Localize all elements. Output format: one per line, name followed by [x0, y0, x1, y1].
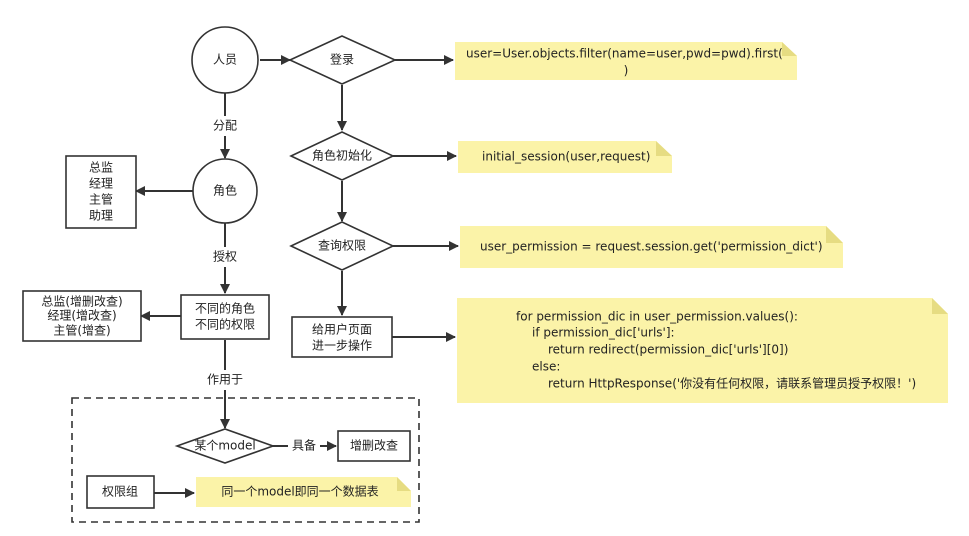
roles-list-item: 助理 [89, 209, 113, 223]
node-login: 登录 [288, 35, 397, 85]
node-role: 角色 [192, 158, 258, 224]
node-give-page-line1: 给用户页面 [312, 322, 372, 337]
note-loop-code-line: if permission_dic['urls']: [532, 326, 675, 340]
node-give-page: 给用户页面 进一步操作 [291, 316, 393, 358]
model-scope-group [71, 397, 420, 523]
role-perms-item: 经理(增改查) [47, 309, 116, 323]
note-loop-code-line: return HttpResponse('你没有任何权限，请联系管理员授予权限！… [548, 376, 916, 391]
node-crud-label: 增删改查 [350, 439, 398, 453]
node-different-roles-perms: 不同的角色 不同的权限 [180, 294, 270, 340]
note-perm-code-text: user_permission = request.session.get('p… [480, 240, 823, 254]
node-role-init-label: 角色初始化 [312, 149, 372, 163]
node-some-model-label: 某个model [194, 439, 255, 453]
node-query-perm: 查询权限 [289, 221, 395, 271]
edge-label-applies-to: 作用于 [207, 373, 243, 387]
node-some-model: 某个model [174, 428, 276, 464]
node-give-page-line2: 进一步操作 [312, 338, 372, 353]
edge-label-has: 具备 [292, 439, 316, 453]
node-role-perms-list: 总监(增删改查) 经理(增改查) 主管(增查) [22, 290, 142, 342]
note-same-model-text: 同一个model即同一个数据表 [221, 484, 378, 499]
node-personnel-label: 人员 [213, 53, 237, 67]
node-perm-group-label: 权限组 [102, 485, 138, 499]
note-login-code: user=User.objects.filter(name=user,pwd=p… [455, 42, 797, 80]
roles-list-item: 总监 [89, 161, 113, 175]
note-loop-code-line: return redirect(permission_dic['urls'][0… [548, 343, 788, 357]
roles-list-item: 经理 [89, 177, 113, 191]
node-role-label: 角色 [213, 184, 237, 198]
node-roles-list: 总监 经理 主管 助理 [65, 155, 137, 229]
edge-label-authorize: 授权 [213, 249, 237, 264]
node-perm-group: 权限组 [86, 475, 155, 509]
note-login-code-line2: ) [624, 64, 629, 78]
note-init-code: initial_session(user,request) [458, 141, 672, 173]
note-loop-code: for permission_dic in user_permission.va… [457, 298, 948, 403]
edge-label-assign: 分配 [213, 119, 237, 133]
note-loop-code-line: else: [532, 360, 560, 374]
node-login-label: 登录 [330, 52, 354, 67]
roles-list-item: 主管 [89, 192, 113, 207]
note-perm-code: user_permission = request.session.get('p… [460, 226, 843, 268]
node-crud: 增删改查 [337, 430, 411, 462]
node-personnel: 人员 [191, 26, 259, 94]
note-same-model: 同一个model即同一个数据表 [196, 477, 411, 507]
node-diff-line1: 不同的角色 [195, 301, 255, 316]
node-role-init: 角色初始化 [289, 131, 395, 181]
note-loop-code-line: for permission_dic in user_permission.va… [516, 310, 798, 324]
role-perms-item: 主管(增查) [53, 323, 110, 338]
connectors [135, 55, 459, 498]
note-login-code-line1: user=User.objects.filter(name=user,pwd=p… [466, 47, 783, 61]
node-diff-line2: 不同的权限 [195, 317, 255, 332]
node-query-perm-label: 查询权限 [318, 239, 366, 253]
role-perms-item: 总监(增删改查) [41, 295, 122, 309]
note-init-code-text: initial_session(user,request) [482, 150, 650, 164]
